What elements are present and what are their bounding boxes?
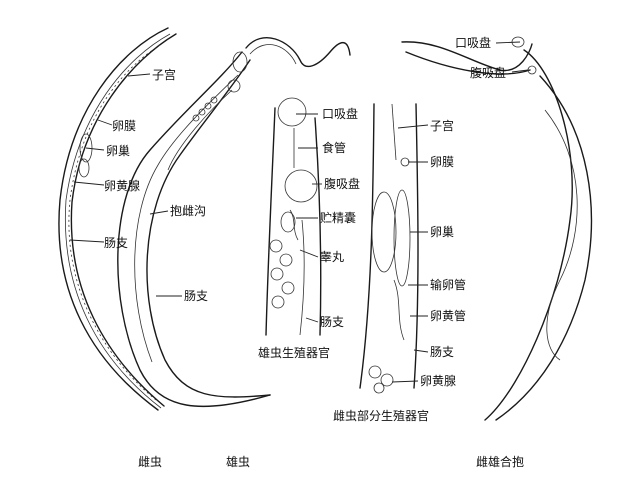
captions: 雌虫 雄虫 雄虫生殖器官 雌虫部分生殖器官 雌雄合抱 [138, 345, 524, 469]
label-oral-sucker: 口吸盘 [455, 35, 491, 50]
label-egg-membrane: 卵膜 [112, 119, 136, 133]
label-uterus: 子宫 [430, 118, 454, 133]
caption-female-organs: 雌虫部分生殖器官 [333, 408, 429, 423]
female-organ-labels: 子宫 卵膜 卵巢 输卵管 卵黄管 肠支 卵黄腺 [420, 118, 466, 388]
label-vitelline-duct: 卵黄管 [430, 308, 466, 323]
label-oral-sucker: 口吸盘 [322, 106, 358, 121]
label-ventral-sucker: 腹吸盘 [470, 65, 506, 80]
male-organ-labels: 口吸盘 食管 腹吸盘 贮精囊 睾丸 肠支 [320, 106, 360, 329]
caption-female: 雌虫 [138, 454, 162, 469]
label-vitelline-gland: 卵黄腺 [420, 374, 456, 388]
female-labels: 子宫 卵膜 卵巢 卵黄腺 肠支 [104, 67, 176, 250]
label-vitelline-gland: 卵黄腺 [104, 179, 140, 193]
caption-male: 雄虫 [226, 454, 250, 469]
label-intestinal-branch: 肠支 [104, 236, 128, 250]
female-organs-figure [359, 103, 419, 394]
label-uterus: 子宫 [152, 67, 176, 82]
label-gynecophoral-canal: 抱雌沟 [170, 203, 206, 218]
label-seminal-vesicle: 贮精囊 [320, 210, 356, 225]
male-labels: 抱雌沟 肠支 [170, 203, 208, 303]
caption-pair: 雌雄合抱 [476, 454, 524, 469]
male-worm [117, 37, 351, 408]
label-ovary: 卵巢 [430, 225, 454, 239]
label-testes: 睾丸 [320, 249, 344, 264]
label-intestinal-branch: 肠支 [184, 289, 208, 303]
caption-male-organs: 雄虫生殖器官 [258, 345, 330, 360]
label-intestinal-branch: 肠支 [430, 345, 454, 359]
label-ovary: 卵巢 [106, 144, 130, 158]
pair-labels: 口吸盘 腹吸盘 [455, 35, 506, 80]
label-ventral-sucker: 腹吸盘 [324, 176, 360, 191]
label-esophagus: 食管 [322, 140, 346, 155]
male-organs-figure [265, 97, 322, 336]
label-egg-membrane: 卵膜 [430, 155, 454, 169]
label-intestinal-branch: 肠支 [320, 315, 344, 329]
label-oviduct: 输卵管 [430, 277, 466, 292]
leader-lines [69, 41, 529, 383]
female-worm [58, 27, 177, 411]
